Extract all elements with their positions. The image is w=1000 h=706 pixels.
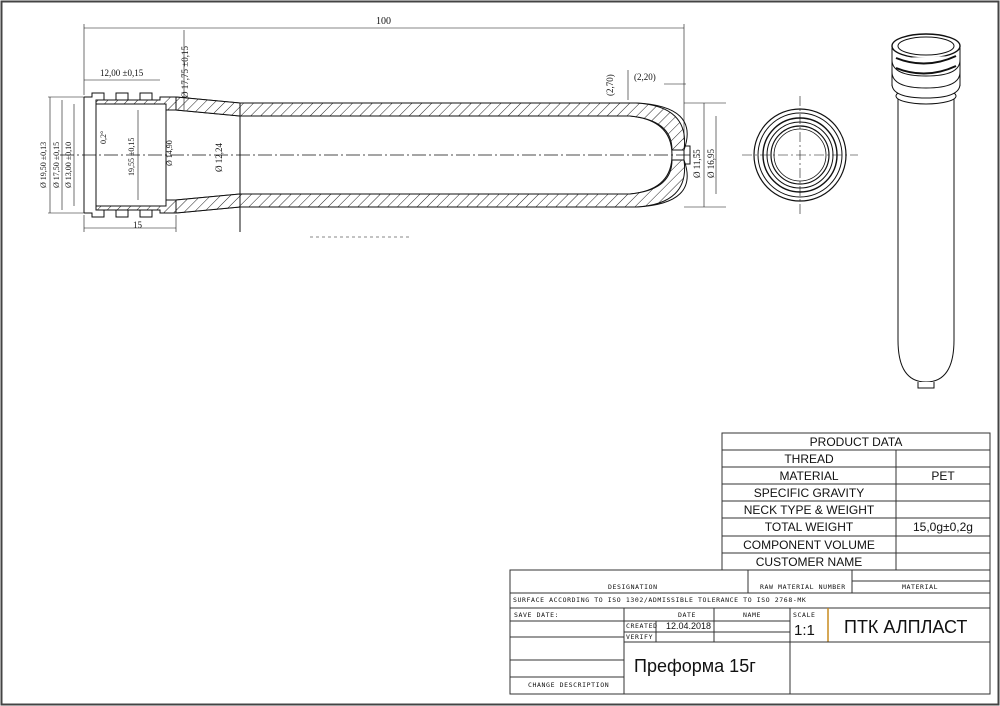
scale-value: 1:1 [794,622,815,639]
dim-overall-length: 100 [376,16,391,27]
dim-neck-length: 15 [133,220,143,230]
dim-inner-diam-neck: Ø 13,00 ±0,10 [64,142,73,188]
dim-body-inner-diam: Ø 12,24 [214,143,224,172]
change-description-label: CHANGE DESCRIPTION [528,681,610,689]
row-label-total-weight: TOTAL WEIGHT [764,520,854,534]
product-data-title: PRODUCT DATA [809,435,903,449]
row-label-neck-type: NECK TYPE & WEIGHT [743,503,875,517]
preform-end-view [742,96,858,214]
designation-label: DESIGNATION [608,583,658,591]
part-name: Преформа 15г [634,656,756,676]
dim-outer-diam-17-50: Ø 17,50 ±0,15 [52,142,61,188]
row-value-total-weight: 15,0g±0,2g [913,520,973,534]
product-data-table [721,432,991,571]
dim-thread-length: 12,00 ±0,15 [100,68,144,78]
dim-tip-wall-2-20: (2,20) [634,72,656,82]
dim-inner-diam-14-90: Ø 14,90 [165,140,174,166]
save-date-label: SAVE DATE: [514,611,560,619]
preform-section-view [48,24,726,238]
row-value-material: PET [931,469,955,483]
upper-wall-hatch [175,96,686,151]
dim-angle: 0,2° [99,131,108,144]
row-label-material: MATERIAL [779,469,839,483]
verify-label: VERIFY [626,633,654,641]
name-label: NAME [743,611,762,619]
dim-tip-wall-2-70: (2,70) [605,74,615,96]
dim-diam-17-75: Ø 17,75 ±0,15 [180,46,190,98]
row-label-thread: THREAD [784,452,834,466]
lower-wall-hatch [175,159,686,214]
raw-material-label: RAW MATERIAL NUMBER [760,583,846,591]
material-label: MATERIAL [902,583,939,591]
row-label-customer-name: CUSTOMER NAME [755,555,863,569]
date-label: DATE [678,611,697,619]
preform-3d-view [891,33,961,389]
dim-body-diam-11-55: Ø 11,55 [692,149,702,178]
row-label-specific-gravity: SPECIFIC GRAVITY [753,486,865,500]
scale-label: SCALE [793,611,816,619]
dim-outer-diam-thread: Ø 19,50 ±0,13 [39,142,48,188]
created-label: CREATED [626,622,658,630]
title-block [509,569,991,695]
company-name: ПТК АЛПЛАСТ [844,617,968,637]
dim-body-diam-16-95: Ø 16,95 [706,149,716,178]
dim-inner-diam-19-55: 19,55 ±0,15 [127,138,136,176]
created-date: 12.04.2018 [666,621,712,631]
row-label-component-volume: COMPONENT VOLUME [743,538,875,552]
surface-note: SURFACE ACCORDING TO ISO 1302/ADMISSIBLE… [513,596,807,604]
